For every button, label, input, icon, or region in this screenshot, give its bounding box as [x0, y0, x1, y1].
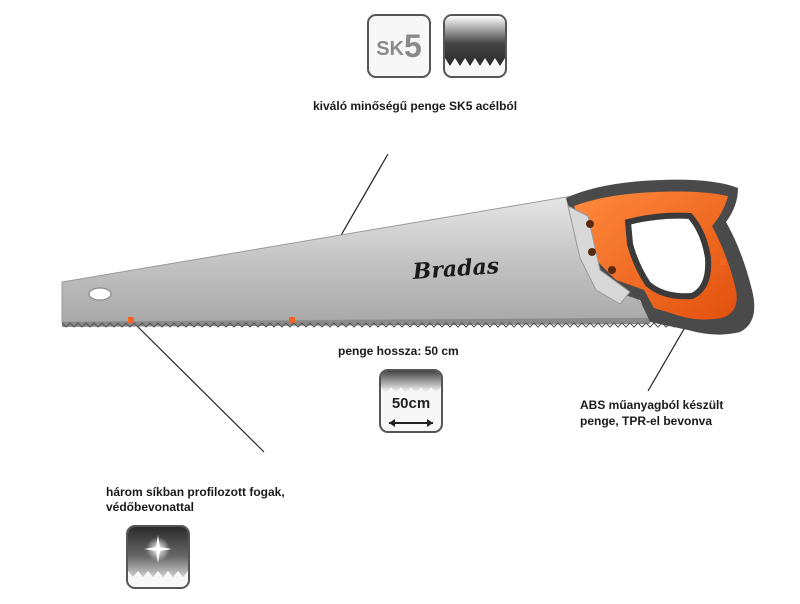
- coated-teeth-icon: [126, 525, 190, 589]
- length-badge-text: 50cm: [391, 395, 431, 412]
- handle-opening: [624, 212, 712, 300]
- handle-callout-dot: [720, 259, 726, 265]
- saw-blade: [61, 195, 651, 323]
- teeth-callout-dot: [128, 317, 134, 323]
- teeth-callout-line: [130, 319, 265, 453]
- length-caption: penge hossza: 50 cm: [338, 344, 459, 358]
- sk5-caption: kiváló minőségű penge SK5 acélból: [313, 99, 518, 113]
- teeth-caption-line2: védőbevonattal: [106, 500, 195, 514]
- handle-caption-line2: penge, TPR-el bevonva: [580, 414, 713, 428]
- hang-hole: [88, 287, 112, 301]
- handle-caption-line1: ABS műanyagból készült: [580, 398, 724, 412]
- sk5-badge-prefix: SK: [376, 37, 404, 60]
- rivet-icon: [588, 248, 596, 256]
- sk5-callout-dot: [289, 317, 295, 323]
- teeth-caption-line1: három síkban profilozott fogak,: [106, 485, 285, 499]
- saw-teeth: [62, 318, 650, 327]
- brand-logo: Bradas: [411, 253, 500, 285]
- blade-length-icon: 50cm: [379, 369, 443, 433]
- blade-teeth-icon: [443, 14, 507, 78]
- sk5-badge-number: 5: [404, 27, 422, 64]
- rivet-icon: [586, 220, 594, 228]
- rivet-icon: [608, 266, 616, 274]
